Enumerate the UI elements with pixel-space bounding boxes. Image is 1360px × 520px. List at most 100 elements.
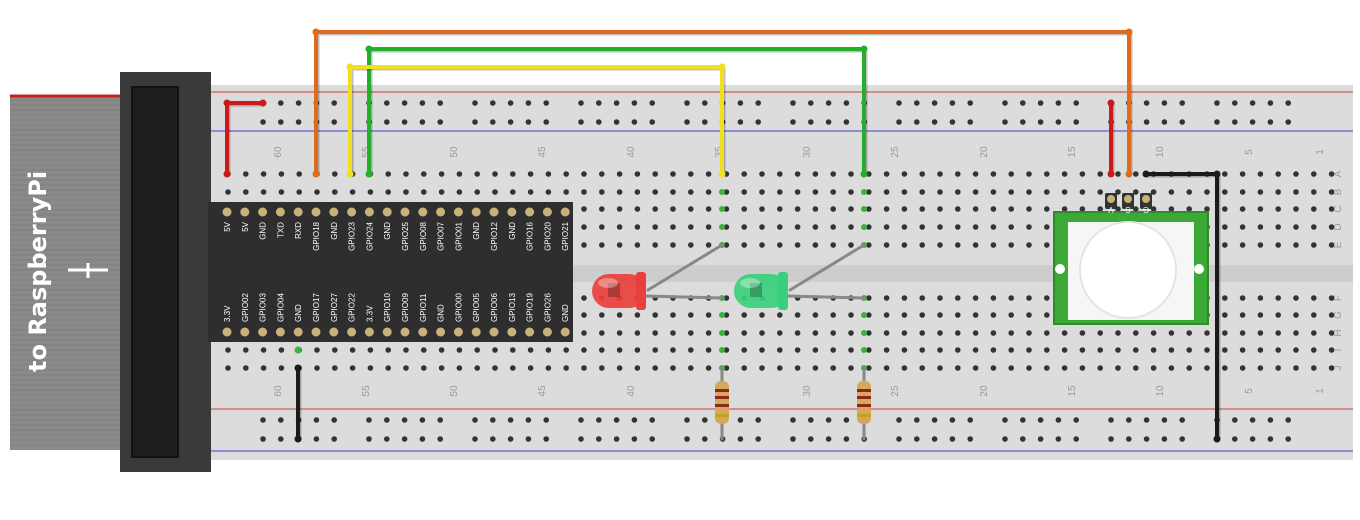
column-number: 20 bbox=[979, 385, 990, 397]
column-number: 40 bbox=[626, 146, 637, 158]
breadboard-holes bbox=[225, 100, 1335, 442]
green-wire bbox=[367, 47, 866, 174]
gpio-pin bbox=[436, 327, 446, 337]
column-number: 5 bbox=[1244, 388, 1255, 394]
ribbon-label: to RaspberryPi bbox=[24, 171, 52, 372]
gpio-pin-label: GPIO13 bbox=[508, 293, 517, 322]
gpio-pin bbox=[400, 207, 410, 217]
gpio-pin-label: 5V bbox=[223, 221, 232, 231]
gpio-pin-label: GND bbox=[330, 222, 339, 240]
gpio-pin bbox=[507, 327, 517, 337]
column-number: 1 bbox=[1315, 149, 1326, 155]
red-led bbox=[592, 272, 646, 310]
column-number: 25 bbox=[890, 385, 901, 397]
gpio-pin-label: GPIO04 bbox=[276, 293, 285, 322]
gpio-pin-label: GPIO09 bbox=[401, 293, 410, 322]
row-letter: D bbox=[1333, 223, 1344, 230]
gpio-pin bbox=[507, 207, 517, 217]
gpio-pin bbox=[347, 327, 357, 337]
gpio-pin-label: GND bbox=[508, 222, 517, 240]
column-number: 55 bbox=[361, 385, 372, 397]
gpio-pin-label: GPIO16 bbox=[526, 221, 535, 250]
gpio-pin-label: GND bbox=[294, 304, 303, 322]
gpio-pin bbox=[364, 207, 374, 217]
gpio-pin-label: GPIO25 bbox=[401, 221, 410, 250]
column-number: 30 bbox=[802, 385, 813, 397]
row-letter: A bbox=[1333, 170, 1344, 177]
orange-wire bbox=[314, 30, 1131, 174]
column-number: 45 bbox=[537, 146, 548, 158]
gpio-pin bbox=[471, 207, 481, 217]
gpio-pin bbox=[311, 327, 321, 337]
column-number: 10 bbox=[1155, 385, 1166, 397]
row-letter: J bbox=[1333, 366, 1344, 371]
jumper-wires bbox=[223, 28, 1221, 443]
gpio-pin bbox=[453, 207, 463, 217]
gpio-pin-label: RXD bbox=[294, 222, 303, 239]
gpio-pin bbox=[489, 327, 499, 337]
gpio-pin-label: GPIO01 bbox=[454, 221, 463, 250]
gpio-pin bbox=[364, 327, 374, 337]
gpio-pin bbox=[471, 327, 481, 337]
row-letter: B bbox=[1333, 188, 1344, 195]
gpio-pin-label: GPIO06 bbox=[490, 293, 499, 322]
gpio-pin-label: GPIO22 bbox=[348, 293, 357, 322]
column-number: 50 bbox=[449, 385, 460, 397]
gpio-pin-label: GPIO07 bbox=[437, 221, 446, 250]
column-number: 15 bbox=[1067, 385, 1078, 397]
gpio-pin bbox=[240, 207, 250, 217]
gpio-pin-label: GPIO17 bbox=[312, 293, 321, 322]
gpio-pin bbox=[418, 207, 428, 217]
row-letter: H bbox=[1333, 329, 1344, 336]
gpio-pin-label: GPIO21 bbox=[561, 221, 570, 250]
yellow-wire bbox=[348, 65, 724, 174]
gpio-pin bbox=[400, 327, 410, 337]
column-number: 20 bbox=[979, 146, 990, 158]
green-led bbox=[734, 272, 788, 310]
gpio-pin bbox=[453, 327, 463, 337]
gpio-pin-label: 3.3V bbox=[223, 305, 232, 322]
resistor bbox=[715, 381, 729, 424]
gpio-pin bbox=[258, 327, 268, 337]
up-arrow-icon bbox=[68, 263, 108, 278]
gpio-pin-label: TXD bbox=[276, 222, 285, 238]
gpio-pin-label: GPIO10 bbox=[383, 293, 392, 322]
column-number: 10 bbox=[1155, 146, 1166, 158]
gpio-pin-label: GPIO18 bbox=[312, 221, 321, 250]
row-letter: G bbox=[1333, 311, 1344, 319]
gpio-pin-label: GND bbox=[561, 304, 570, 322]
gpio-pin-label: GPIO23 bbox=[348, 221, 357, 250]
gpio-pin bbox=[560, 327, 570, 337]
gpio-pin-label: GPIO00 bbox=[454, 293, 463, 322]
gpio-pin-label: GND bbox=[437, 304, 446, 322]
gpio-pin-label: GPIO03 bbox=[259, 293, 268, 322]
gpio-pin-label: GPIO19 bbox=[526, 293, 535, 322]
gpio-pin-label: GPIO11 bbox=[419, 293, 428, 322]
gpio-pin bbox=[347, 207, 357, 217]
gpio-pin bbox=[293, 207, 303, 217]
gpio-pin bbox=[222, 327, 232, 337]
column-number: 30 bbox=[802, 146, 813, 158]
gpio-pin bbox=[542, 327, 552, 337]
resistor bbox=[857, 381, 871, 424]
gpio-pin bbox=[275, 327, 285, 337]
row-letter: I bbox=[1333, 349, 1344, 352]
pir-pin-label: V bbox=[1108, 205, 1114, 214]
gpio-pin bbox=[311, 207, 321, 217]
gpio-pin bbox=[382, 327, 392, 337]
gpio-pin bbox=[382, 207, 392, 217]
gpio-pin-label: GPIO05 bbox=[472, 293, 481, 322]
gpio-pin bbox=[258, 207, 268, 217]
ribbon-cable: to RaspberryPi bbox=[10, 94, 135, 450]
column-number: 55 bbox=[361, 146, 372, 158]
gpio-pin-label: GND bbox=[259, 222, 268, 240]
column-number: 40 bbox=[626, 385, 637, 397]
column-number: 45 bbox=[537, 385, 548, 397]
gpio-pin bbox=[436, 207, 446, 217]
column-number: 50 bbox=[449, 146, 460, 158]
gpio-pin-label: GND bbox=[472, 222, 481, 240]
gpio-pin bbox=[525, 207, 535, 217]
